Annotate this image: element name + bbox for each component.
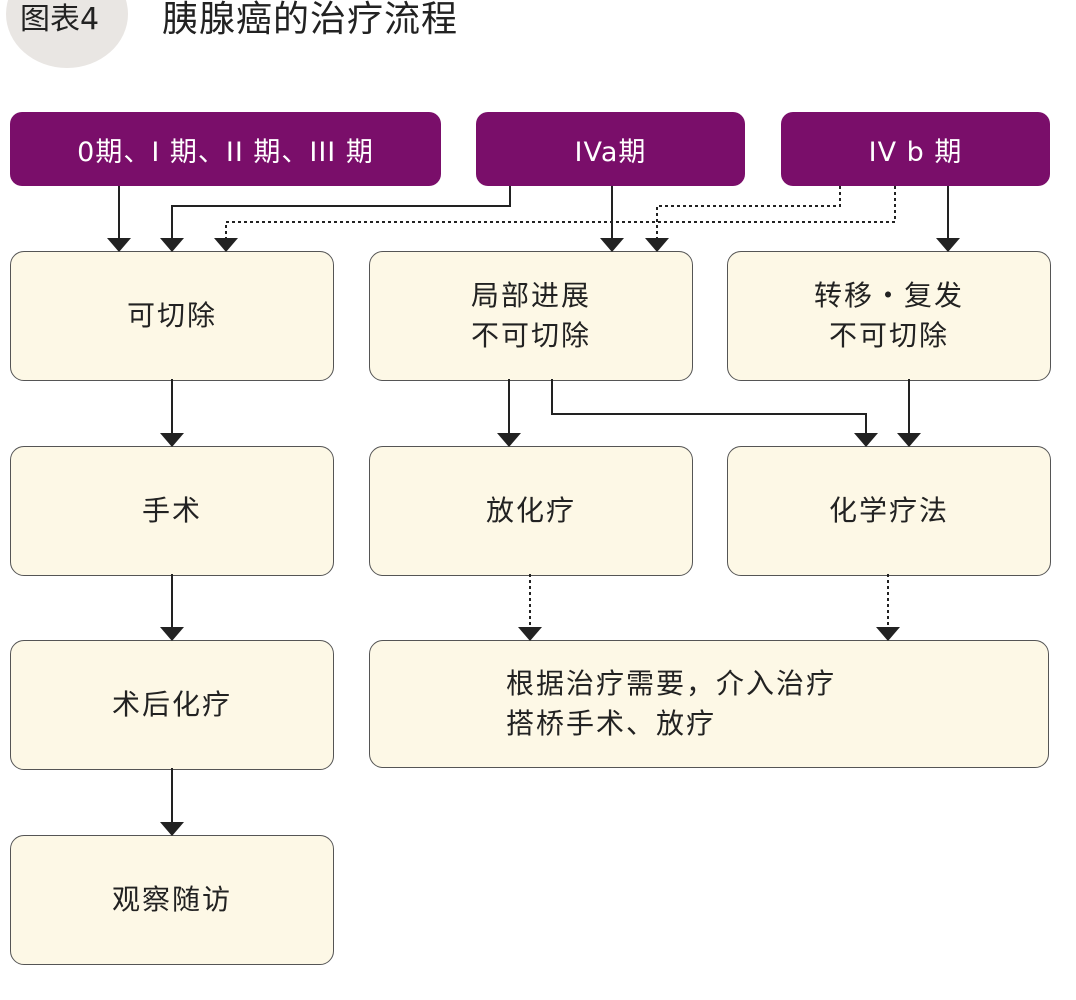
box-line: 转移・复发 <box>813 279 964 312</box>
box-as-needed: 根据治疗需要，介入治疗搭桥手术、放疗 <box>369 640 1049 768</box>
arrowhead <box>854 433 878 447</box>
box-postop-chemo: 术后化疗 <box>10 640 334 770</box>
arrowhead <box>160 433 184 447</box>
stage-early: 0期、I 期、II 期、III 期 <box>10 112 441 186</box>
arrowhead <box>214 238 238 252</box>
arrowhead <box>645 238 669 252</box>
box-surgery: 手术 <box>10 446 334 576</box>
box-line: 可切除 <box>126 299 217 332</box>
stage-ivb: IV b 期 <box>781 112 1050 186</box>
arrowhead <box>497 433 521 447</box>
box-line: 放化疗 <box>485 494 576 527</box>
connector-ivb-locally-advanced <box>656 186 841 240</box>
box-line: 搭桥手术、放疗 <box>506 707 717 740</box>
box-line: 局部进展 <box>470 279 591 312</box>
box-chemoradiotherapy: 放化疗 <box>369 446 693 576</box>
box-metastatic: 转移・复发不可切除 <box>727 251 1051 381</box>
stage-iva: IVa期 <box>476 112 745 186</box>
figure-label: 图表4 <box>20 2 100 37</box>
box-follow-up: 观察随访 <box>10 835 334 965</box>
arrowhead <box>936 238 960 252</box>
arrowhead <box>107 238 131 252</box>
box-line: 术后化疗 <box>111 688 232 721</box>
arrowhead <box>876 627 900 641</box>
arrowhead <box>518 627 542 641</box>
connector-ivb-resectable <box>225 186 896 240</box>
figure-title: 胰腺癌的治疗流程 <box>162 0 459 40</box>
arrowhead <box>160 822 184 836</box>
arrowhead <box>600 238 624 252</box>
box-line: 不可切除 <box>828 319 949 352</box>
connector-locally-chemo <box>551 379 867 435</box>
box-line: 化学疗法 <box>828 494 949 527</box>
box-line: 手术 <box>141 494 202 527</box>
box-line: 根据治疗需要，介入治疗 <box>506 667 837 700</box>
box-locally-advanced: 局部进展不可切除 <box>369 251 693 381</box>
box-chemotherapy: 化学疗法 <box>727 446 1051 576</box>
arrowhead <box>160 627 184 641</box>
arrowhead <box>897 433 921 447</box>
arrowhead <box>160 238 184 252</box>
box-line: 不可切除 <box>470 319 591 352</box>
connector-iva-resectable <box>171 186 511 240</box>
box-line: 观察随访 <box>111 883 232 916</box>
